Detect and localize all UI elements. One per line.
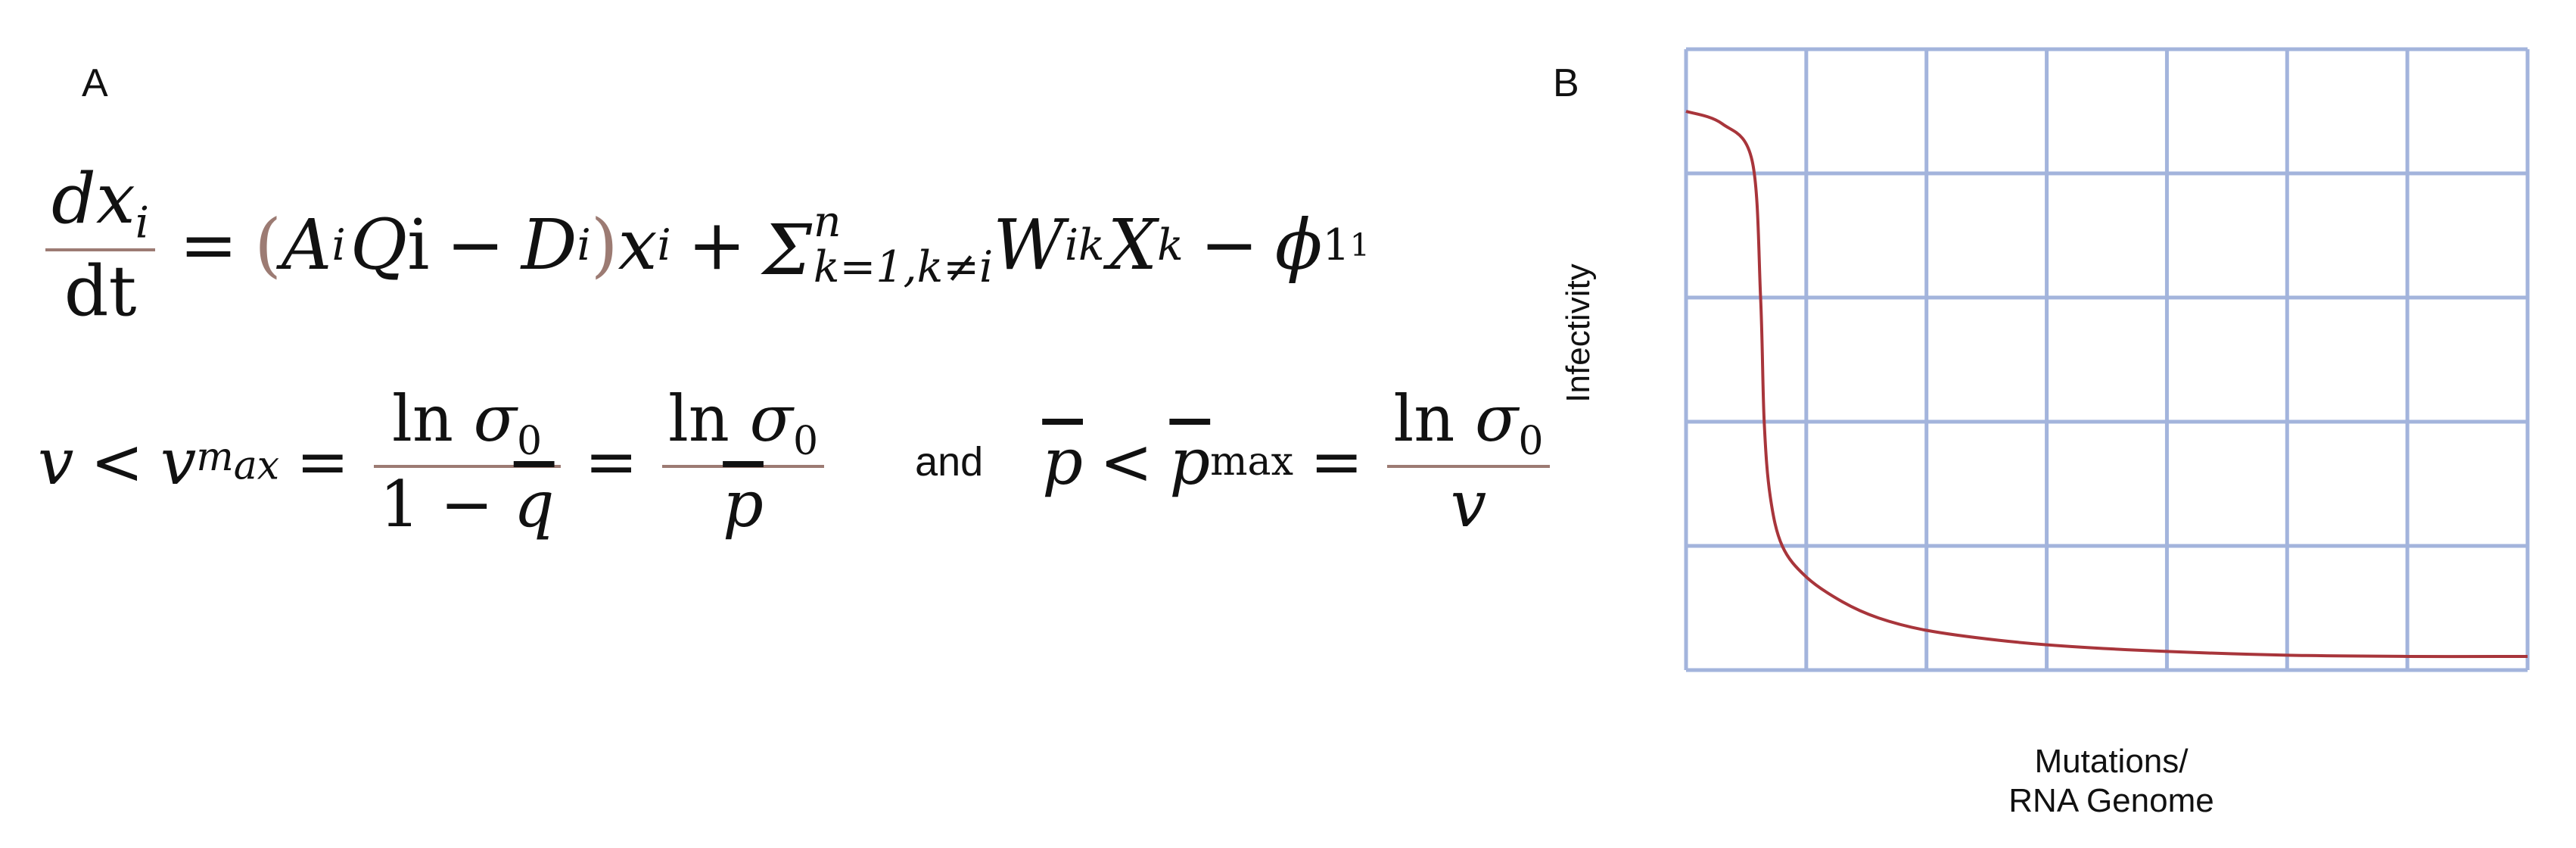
term-x-sub: i [657,220,671,270]
and-word: and [915,438,984,485]
lhs-denominator: dt [64,250,137,332]
lhs-numerator-sub: i [135,198,150,248]
term-d: D [521,204,577,286]
equals-sign-1: = [296,424,350,499]
frac1-denominator-q: q [513,466,555,541]
equals-sign-2: = [584,424,638,499]
frac2-denominator: p [723,466,764,541]
minus-sign: − [446,204,505,286]
frac3-numerator: ln σ [1393,382,1519,456]
term-pmax: p [1169,424,1211,499]
panel-label-b: B [1553,61,1579,105]
term-bigx: X [1107,204,1158,286]
fraction-bar [45,248,156,251]
fraction-3: ln σ0 v [1387,382,1550,541]
minus-sign-2: − [1199,204,1258,286]
infectivity-curve [1685,110,2528,659]
term-q: Qi [350,204,430,286]
lhs-numerator: dx [51,158,135,239]
term-phi: ϕ [1274,204,1323,286]
less-than: < [90,424,144,499]
sigma-upper: n [813,197,842,247]
close-paren: ) [590,204,618,286]
less-than-2: < [1099,424,1153,499]
frac2-numerator: ln σ [667,382,793,456]
equals-sign: = [179,204,238,286]
plus-sign: + [687,204,746,286]
equals-sign-3: = [1309,424,1364,499]
term-x: x [618,204,658,286]
frac1-denominator-a: 1 − [379,466,514,541]
term-w: W [993,204,1065,286]
fraction-bar-1 [373,464,561,468]
frac3-denominator: v [1450,466,1487,541]
sigma-symbol: Σ [762,209,812,291]
frac1-numerator-sub: 0 [516,418,543,464]
term-phi-sup: 1 [1349,226,1370,263]
open-paren: ( [254,204,282,286]
chart-grid [1684,47,2530,672]
term-p: p [1042,424,1083,499]
fraction-bar-2 [661,464,825,468]
x-axis-label-line-1: Mutations/ [2035,743,2189,780]
fraction-1: ln σ0 1 − q [373,382,561,541]
term-pmax-sub: max [1210,438,1293,485]
frac1-numerator: ln σ [391,382,517,456]
term-bigx-sub: k [1157,220,1184,270]
term-vmax: v [160,424,197,499]
sigma-lower: k=1,k≠i [813,242,994,292]
panel-label-a: A [82,61,108,105]
fraction-bar-3 [1387,464,1550,468]
term-d-sub: i [577,220,591,270]
derivative-fraction: dxi dt [45,158,156,332]
x-axis-label-line-2: RNA Genome [2008,782,2214,819]
term-phi-sub: 1 [1322,220,1350,270]
term-a: A [282,204,332,286]
y-axis-label: Infectivity [1560,263,1597,402]
term-v: v [38,424,74,499]
frac3-numerator-sub: 0 [1518,418,1544,464]
term-a-sub: i [331,220,346,270]
term-vmax-sub: max [196,434,280,489]
fraction-2: ln σ0 p [661,382,825,541]
term-w-sub: ik [1064,220,1105,270]
frac2-numerator-sub: 0 [792,418,819,464]
summation: Σ n k=1,k≠i [762,197,994,292]
